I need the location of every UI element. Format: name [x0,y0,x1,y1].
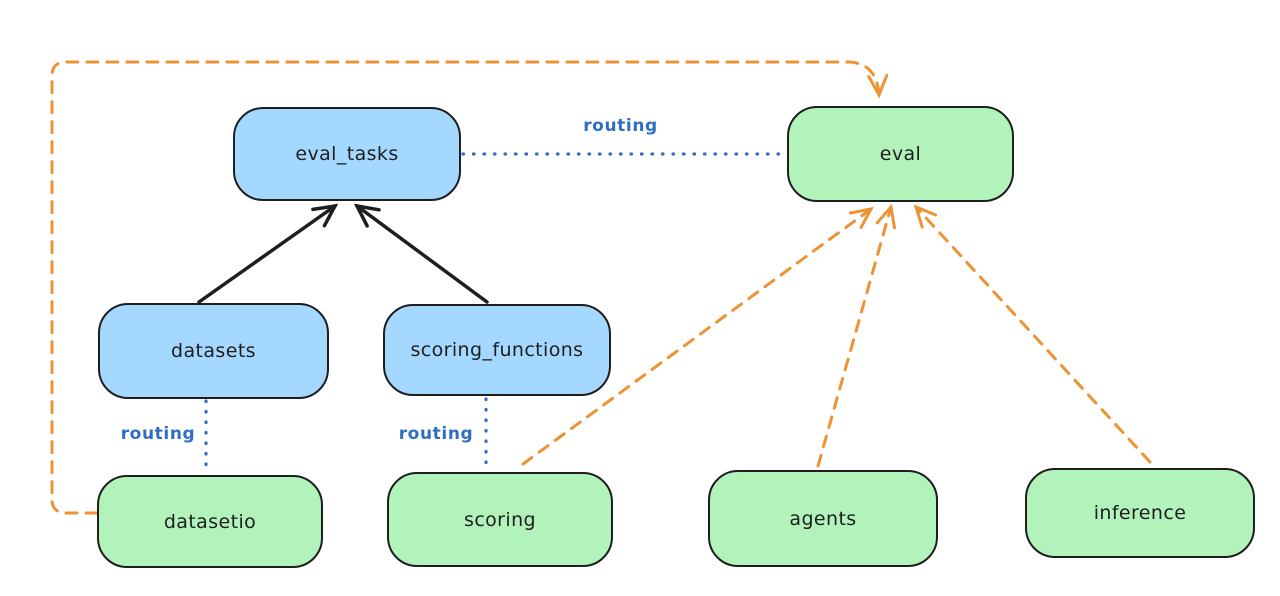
node-scoring-label: scoring [464,508,536,531]
node-agents-label: agents [789,507,857,530]
node-inference: inference [1025,468,1255,558]
edge-datasetio-to-eval [50,60,889,515]
routing-label-datasets-datasetio: routing [120,424,196,444]
node-datasets: datasets [98,303,329,399]
node-agents: agents [708,470,938,567]
routing-label-scoring-functions-scoring: routing [398,424,474,444]
edge-agents-to-eval [816,203,897,468]
edge-datasets-to-eval-tasks [197,203,339,304]
node-scoring-functions: scoring_functions [383,304,611,396]
node-datasets-label: datasets [171,340,256,362]
node-datasetio-label: datasetio [163,510,257,533]
edge-scoring-functions-to-eval-tasks [353,203,489,304]
node-scoring: scoring [387,472,613,567]
node-scoring-functions-label: scoring_functions [410,339,584,361]
node-inference-label: inference [1093,502,1187,524]
node-eval: eval [787,106,1014,202]
edge-scoring-to-eval [521,206,874,466]
routing-label-eval-tasks-eval: routing [583,116,658,136]
node-eval-label: eval [879,143,922,165]
node-eval-tasks: eval_tasks [233,107,461,201]
node-eval-tasks-label: eval_tasks [295,143,399,165]
node-datasetio: datasetio [97,475,323,568]
edge-inference-to-eval [913,204,1152,464]
